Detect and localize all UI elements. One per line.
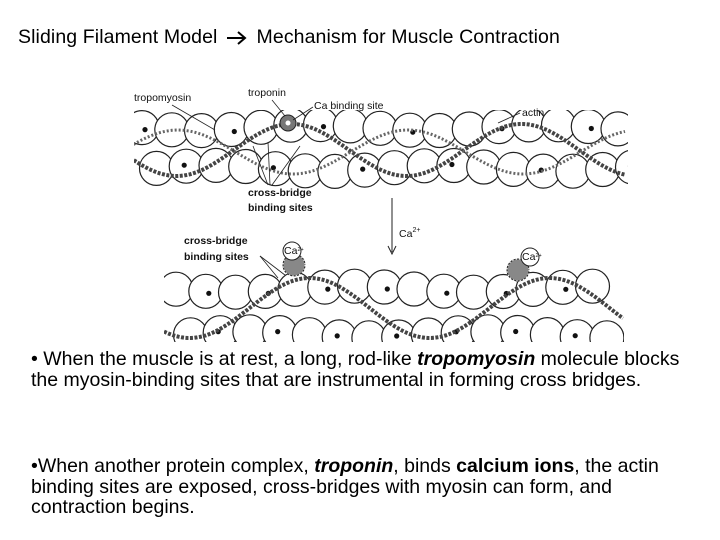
actin-filament-top xyxy=(134,110,628,190)
slide-title: Sliding Filament Model Mechanism for Mus… xyxy=(18,26,718,49)
actin-monomer xyxy=(396,271,432,307)
actin-monomer xyxy=(392,112,428,148)
term-tropomyosin: tropomyosin xyxy=(417,348,536,370)
actin-monomer xyxy=(495,151,531,188)
binding-site-dot xyxy=(325,286,331,292)
binding-site-dot xyxy=(444,290,450,296)
binding-site-dot xyxy=(231,128,237,135)
sliding-filament-diagram: tropomyosin troponin Ca binding site act… xyxy=(134,87,628,342)
actin-monomer xyxy=(545,269,581,305)
label-troponin: troponin xyxy=(248,87,286,99)
leader-actin xyxy=(497,112,521,124)
actin-monomer xyxy=(217,274,254,310)
actin-monomer xyxy=(559,319,595,342)
actin-monomer xyxy=(351,320,387,342)
actin-monomer xyxy=(362,110,398,146)
actin-monomer xyxy=(321,319,357,342)
calcium-arrow xyxy=(387,198,397,256)
actin-monomer xyxy=(451,111,487,147)
binding-site-dot xyxy=(394,333,400,339)
label-cross-bridge-top: cross-bridge xyxy=(248,187,312,199)
binding-site-dot xyxy=(588,125,594,132)
ion-label-2: Ca2+ xyxy=(522,251,542,263)
leader-tropomyosin xyxy=(171,104,216,131)
actin-monomer xyxy=(555,153,591,189)
binding-site-dot xyxy=(181,162,187,168)
tropomyosin-strand-bottom xyxy=(164,276,624,340)
actin-monomer xyxy=(332,110,368,144)
right-arrow-icon xyxy=(227,31,247,45)
binding-site-dot xyxy=(334,333,340,339)
actin-monomer xyxy=(164,271,194,307)
actin-monomer xyxy=(421,112,458,149)
label-ca-binding-site: Ca binding site xyxy=(314,100,384,112)
term-troponin: troponin xyxy=(314,455,394,477)
actin-monomer xyxy=(277,271,313,307)
tropomyosin-strand-top-2 xyxy=(134,128,626,176)
title-right: Mechanism for Muscle Contraction xyxy=(256,26,560,48)
ca-binding-site xyxy=(285,120,291,126)
label-tropomyosin: tropomyosin xyxy=(134,92,191,104)
actin-monomer xyxy=(410,317,446,342)
binding-site-dot xyxy=(563,286,569,292)
label-cross-bridge-bottom: cross-bridge xyxy=(184,235,248,247)
actin-monomer xyxy=(188,273,224,309)
binding-site-dot xyxy=(275,329,281,335)
actin-monomer xyxy=(138,150,175,187)
bullet-tropomyosin: • When the muscle is at rest, a long, ro… xyxy=(31,348,680,391)
leader-troponin xyxy=(271,99,286,117)
binding-site-dot xyxy=(384,286,390,292)
actin-monomer xyxy=(570,110,606,145)
actin-monomer xyxy=(376,150,412,186)
bullet-troponin: •When another protein complex, troponin,… xyxy=(31,455,659,518)
actin-monomer xyxy=(291,317,327,342)
title-left: Sliding Filament Model xyxy=(18,26,218,48)
actin-monomer xyxy=(172,317,209,342)
actin-monomer xyxy=(455,274,492,310)
actin-monomer xyxy=(589,320,624,342)
actin-monomer xyxy=(366,269,402,305)
troponin-calcium-complex-2: Ca2+ xyxy=(506,247,542,282)
actin-filament-bottom xyxy=(164,268,624,342)
label-binding-sites-bottom: binding sites xyxy=(184,251,249,263)
binding-site-dot xyxy=(449,161,455,168)
term-calcium-ions: calcium ions xyxy=(456,455,575,477)
binding-site-dot xyxy=(142,127,148,133)
label-ca-arrow: Ca2+ xyxy=(399,227,420,240)
label-actin: actin xyxy=(522,107,544,119)
tropomyosin-strand-top xyxy=(134,121,626,179)
actin-monomer xyxy=(183,112,220,149)
actin-monomer xyxy=(470,314,506,342)
actin-monomer xyxy=(529,317,565,342)
troponin-calcium-complex-1: Ca2+ xyxy=(282,241,306,277)
binding-site-dot xyxy=(360,166,366,172)
ion-label-1: Ca2+ xyxy=(284,245,304,257)
leader-ca-binding-site xyxy=(292,106,314,121)
actin-monomer xyxy=(198,147,234,184)
binding-site-dot xyxy=(206,290,212,296)
binding-site-dot xyxy=(270,165,276,171)
leaders-cross-bridge-top xyxy=(252,141,301,186)
binding-site-dot xyxy=(627,165,628,167)
actin-monomer xyxy=(228,148,264,185)
actin-monomer xyxy=(540,110,577,143)
actin-monomer xyxy=(600,111,628,147)
label-binding-sites-top: binding sites xyxy=(248,202,313,214)
binding-site-dot xyxy=(572,333,578,339)
binding-site-dot xyxy=(320,124,327,130)
actin-monomer xyxy=(614,150,628,185)
actin-monomer xyxy=(426,273,462,309)
binding-site-dot xyxy=(513,328,519,335)
actin-monomer xyxy=(307,269,343,305)
